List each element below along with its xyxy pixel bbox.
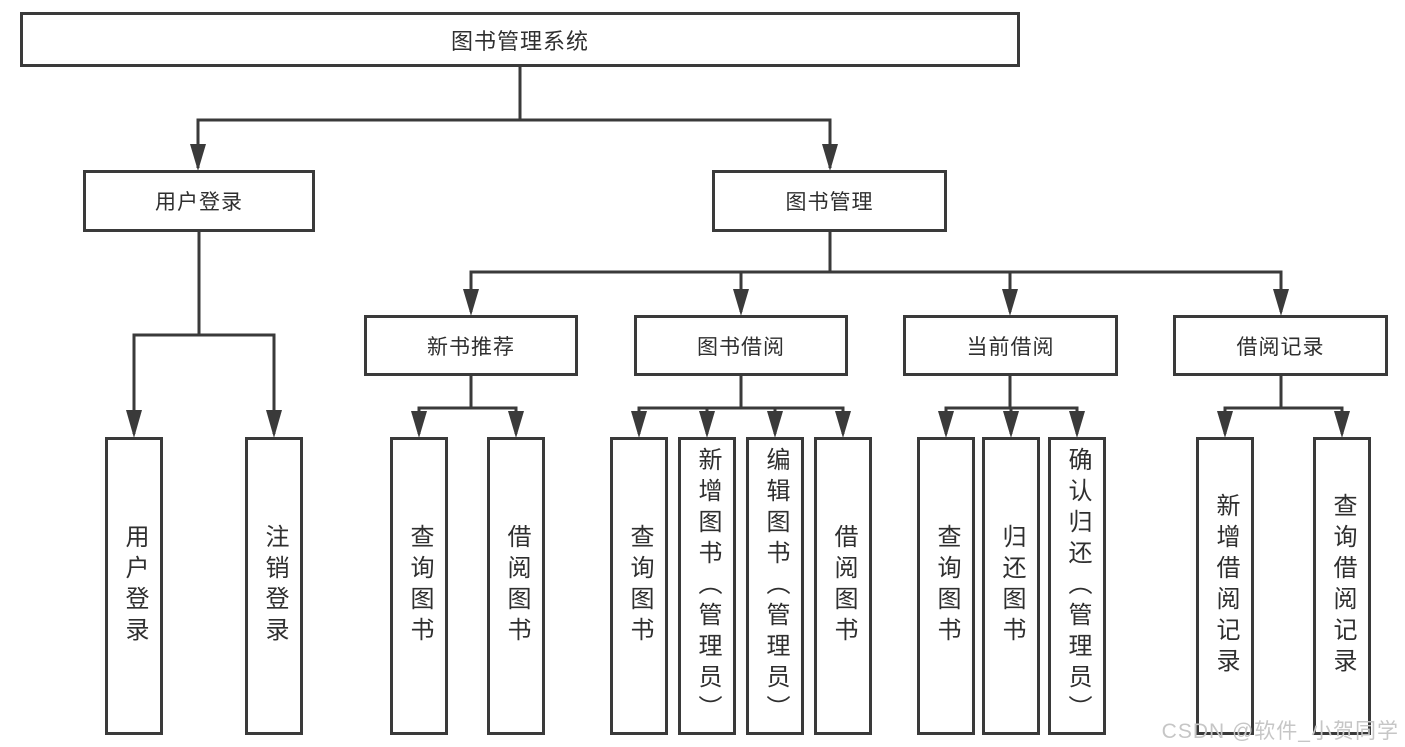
node-book-borrowing-label: 图书借阅 — [697, 335, 785, 359]
node-current-borrowing-label: 当前借阅 — [966, 335, 1055, 359]
node-user-login-label: 用户登录 — [155, 191, 243, 214]
leaf-logout-label: 注销登录 — [261, 524, 288, 648]
leaf-borrow-books-2-label: 借阅图书 — [830, 524, 857, 648]
leaf-query-books-2: 查询图书 — [610, 437, 668, 735]
node-new-book-recommendation: 新书推荐 — [364, 315, 578, 376]
leaf-return-books: 归还图书 — [982, 437, 1040, 735]
leaf-add-borrow-record: 新增借阅记录 — [1196, 437, 1254, 735]
leaf-borrow-books-1: 借阅图书 — [487, 437, 545, 735]
leaf-user-login: 用户登录 — [105, 437, 163, 735]
node-book-management-label: 图书管理 — [785, 191, 874, 214]
leaf-query-borrow-record-label: 查询借阅记录 — [1329, 493, 1356, 679]
node-new-book-recommendation-label: 新书推荐 — [427, 335, 515, 359]
node-current-borrowing: 当前借阅 — [903, 315, 1118, 376]
leaf-logout: 注销登录 — [245, 437, 303, 735]
node-user-login: 用户登录 — [83, 170, 315, 232]
leaf-query-books-3: 查询图书 — [917, 437, 975, 735]
leaf-query-books-3-label: 查询图书 — [933, 524, 960, 648]
leaf-user-login-label: 用户登录 — [121, 524, 148, 648]
leaf-query-books-1: 查询图书 — [390, 437, 448, 735]
leaf-add-books-admin: 新增图书（管理员） — [678, 437, 736, 735]
node-root: 图书管理系统 — [20, 12, 1020, 67]
leaf-query-borrow-record: 查询借阅记录 — [1313, 437, 1371, 735]
leaf-borrow-books-1-label: 借阅图书 — [503, 524, 530, 648]
leaf-edit-books-admin: 编辑图书（管理员） — [746, 437, 804, 735]
node-borrowing-records-label: 借阅记录 — [1236, 335, 1325, 359]
leaf-query-books-2-label: 查询图书 — [626, 524, 653, 648]
leaf-return-books-label: 归还图书 — [998, 524, 1025, 648]
leaf-confirm-return-admin: 确认归还（管理员） — [1048, 437, 1106, 735]
node-borrowing-records: 借阅记录 — [1173, 315, 1388, 376]
leaf-edit-books-admin-label: 编辑图书（管理员） — [762, 446, 789, 726]
node-book-borrowing: 图书借阅 — [634, 315, 848, 376]
node-book-management: 图书管理 — [712, 170, 947, 232]
leaf-add-books-admin-label: 新增图书（管理员） — [694, 446, 721, 726]
leaf-borrow-books-2: 借阅图书 — [814, 437, 872, 735]
node-root-label: 图书管理系统 — [450, 28, 589, 54]
leaf-query-books-1-label: 查询图书 — [406, 524, 433, 648]
leaf-add-borrow-record-label: 新增借阅记录 — [1212, 493, 1239, 679]
leaf-confirm-return-admin-label: 确认归还（管理员） — [1064, 446, 1091, 726]
